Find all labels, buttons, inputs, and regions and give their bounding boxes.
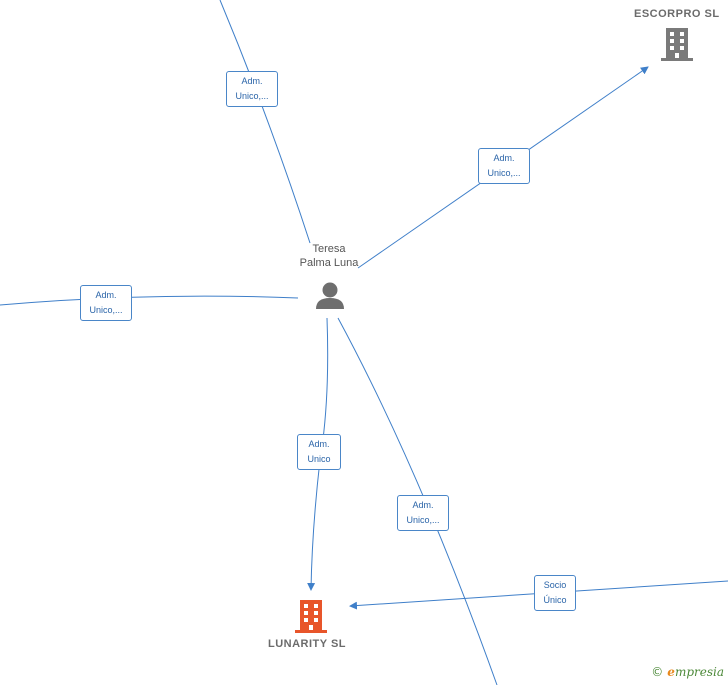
edge-label-line1: Adm. [241, 76, 263, 86]
edge-label-line1: Adm. [493, 153, 515, 163]
empresia-watermark: ©empresia [651, 665, 724, 679]
edge-left [0, 295, 299, 306]
edge-top [219, 0, 311, 244]
edge-label-line1: Socio [543, 580, 567, 590]
edge-label-left[interactable]: Adm. Unico,... [80, 285, 132, 321]
edge-label-line1: Adm. [308, 439, 330, 449]
copyright-symbol: © [651, 665, 664, 679]
edge-label-line2: Unico,... [235, 91, 269, 101]
person-first-name: Teresa [312, 243, 346, 255]
lunarity-label[interactable]: LUNARITY SL [268, 638, 347, 650]
edge-bottom [337, 317, 498, 685]
edge-label-bottom[interactable]: Adm. Unico,... [397, 495, 449, 531]
edge-label-line2: Unico [307, 454, 331, 464]
escorpro-label[interactable]: ESCORPRO SL [634, 8, 720, 20]
edge-label-line2: Unico,... [89, 305, 123, 315]
edge-label-top[interactable]: Adm. Unico,... [226, 71, 278, 107]
edge-label-line2: Unico,... [406, 515, 440, 525]
escorpro-building-icon[interactable] [661, 28, 693, 61]
edge-label-escorpro[interactable]: Adm. Unico,... [478, 148, 530, 184]
edge-label-line1: Adm. [95, 290, 117, 300]
person-icon[interactable] [316, 282, 344, 310]
edge-label-line2: Único [543, 595, 567, 605]
brand-initial: e [667, 665, 675, 679]
edge-label-line1: Adm. [412, 500, 434, 510]
edge-label-line2: Unico,... [487, 168, 521, 178]
edge-label-socio[interactable]: Socio Único [534, 575, 576, 611]
lunarity-building-icon[interactable] [295, 600, 327, 633]
brand-name: mpresia [674, 665, 724, 679]
edge-label-lunarity[interactable]: Adm. Unico [297, 434, 341, 470]
person-name-label[interactable]: Teresa Palma Luna [278, 242, 380, 270]
person-last-name: Palma Luna [299, 257, 359, 269]
